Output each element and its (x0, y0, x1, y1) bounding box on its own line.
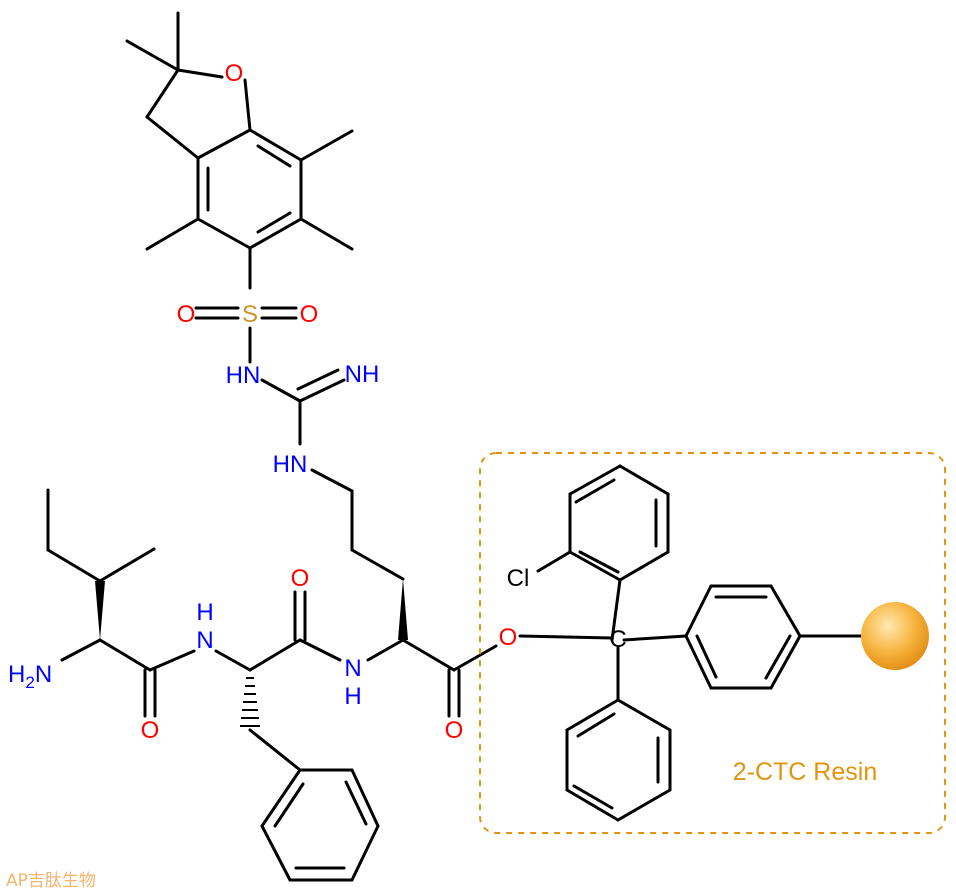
oxygen-sulfonyl-right-label: O (300, 301, 319, 328)
amide-nitrogen-2-label: N (344, 655, 361, 682)
pbf-group (125, 11, 354, 290)
resin-label: 2-CTC Resin (733, 758, 877, 786)
resin-box (479, 452, 946, 834)
amine-h: H (8, 661, 25, 688)
amide-nitrogen-1-label: N (196, 627, 213, 654)
arginine-backbone (350, 489, 498, 718)
amine-subscript: 2 (25, 673, 34, 692)
oxygen-ring-label: O (225, 60, 244, 87)
oxygen-arg-carbonyl-label: O (445, 717, 464, 744)
amide-hydrogen-1-label: H (196, 599, 213, 626)
hn-sidechain-label: HN (273, 451, 308, 478)
nh-imine-label: NH (345, 361, 380, 388)
hn-sulfonamide-label: HN (226, 362, 261, 389)
amide-hydrogen-2-label: H (344, 683, 361, 710)
sulfur-label: S (242, 301, 258, 328)
oxygen-sulfonyl-left-label: O (177, 301, 196, 328)
sulfonyl-group (194, 306, 298, 364)
chlorine-label: Cl (507, 565, 530, 592)
phenylalanine-residue (214, 590, 380, 882)
amine-label: H2N (8, 661, 52, 692)
oxygen-phe-carbonyl-label: O (291, 565, 310, 592)
isoleucine-residue (46, 488, 196, 718)
oxygen-ester-label: O (499, 624, 518, 651)
oxygen-ile-carbonyl-label: O (141, 717, 160, 744)
trityl-group (518, 464, 864, 822)
resin-bead (861, 602, 929, 670)
amine-n: N (35, 661, 52, 688)
watermark: AP吉肽生物 (6, 871, 96, 891)
trityl-carbon-label: C (609, 626, 626, 653)
guanidine-group (260, 368, 354, 493)
